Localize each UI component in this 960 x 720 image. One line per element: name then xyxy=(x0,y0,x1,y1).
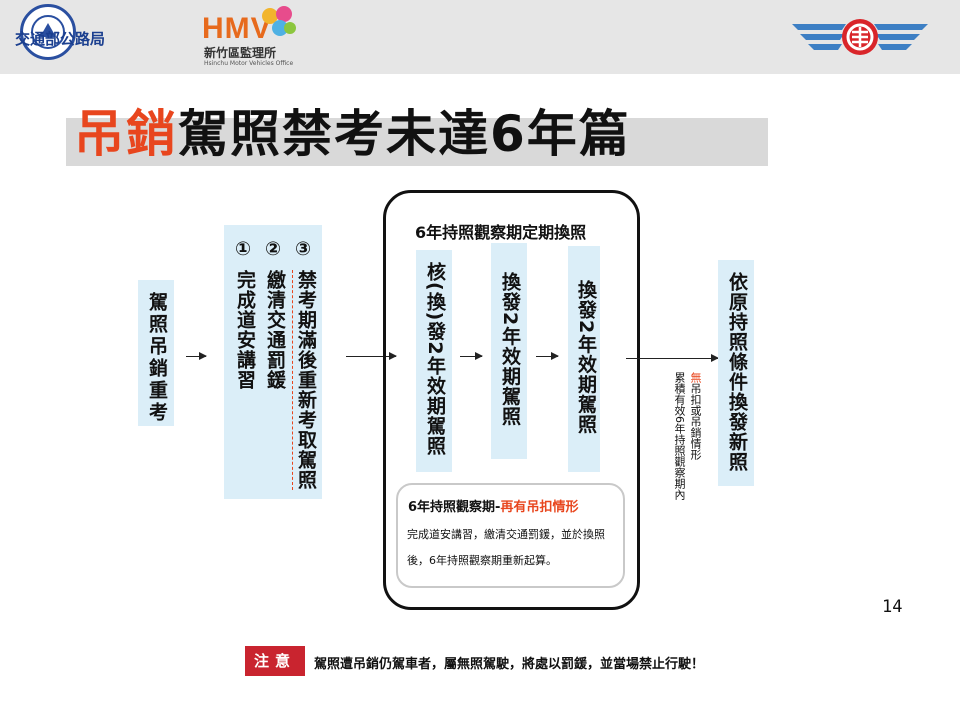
renewal-box-2 xyxy=(491,243,527,459)
inner-box-title-red: 再有吊扣情形 xyxy=(500,500,579,515)
renewal-title: 6年持照觀察期定期換照 xyxy=(415,223,587,242)
result-box xyxy=(718,260,754,486)
arrow-1 xyxy=(186,352,207,360)
side-note-line1-text: 吊扣或吊銷情形 xyxy=(689,383,702,460)
arrow-2 xyxy=(346,352,397,360)
header-bar: 交通部公路局 HMV 新竹區監理所 Hsinchu Motor Vehicles… xyxy=(0,0,960,74)
start-box xyxy=(138,280,174,426)
side-note-red: 無 xyxy=(689,372,702,383)
step-2-marker: ② xyxy=(262,238,284,260)
steps-box xyxy=(224,225,322,499)
office-name-en: Hsinchu Motor Vehicles Office xyxy=(204,60,294,67)
renewal-2-text: 換發2年效期駕照 xyxy=(499,272,521,427)
result-text: 依原持照條件換發新照 xyxy=(726,272,748,472)
notice-text: 駕照遭吊銷仍駕車者，屬無照駕駛，將處以罰鍰，並當場禁止行駛！ xyxy=(314,657,705,672)
inner-box-body: 完成道安講習，繳清交通罰鍰，並於換照後，6年持照觀察期重新起算。 xyxy=(407,528,605,567)
arrow-3 xyxy=(460,352,483,360)
side-note-line2: 累積有效6年持照觀察期內 xyxy=(673,372,686,500)
notice-label: 注意 xyxy=(245,646,305,676)
arrow-4 xyxy=(536,352,559,360)
step-3-text: 禁考期滿後重新考取駕照 xyxy=(292,270,320,490)
renewal-3-text: 換發2年效期駕照 xyxy=(575,280,597,435)
title-rest: 駕照禁考未達6年篇 xyxy=(178,105,631,163)
renewal-box-3 xyxy=(568,246,600,472)
office-logo-icon xyxy=(262,6,296,36)
agency-name: 交通部公路局 xyxy=(15,30,106,48)
step-1-text: 完成道安講習 xyxy=(234,270,256,390)
title-background xyxy=(66,118,768,166)
observation-period-frame xyxy=(383,190,640,610)
inner-box-title: 6年持照觀察期-再有吊扣情形 xyxy=(408,496,578,515)
start-text: 駕照吊銷重考 xyxy=(146,292,168,424)
office-logo-text: HMV xyxy=(202,12,272,45)
step-1-marker: ① xyxy=(232,238,254,260)
renewal-box-1 xyxy=(416,250,452,472)
arrow-5 xyxy=(626,354,719,362)
step-2-text: 繳清交通罰鍰 xyxy=(264,270,286,390)
office-name: 新竹區監理所 xyxy=(204,46,277,60)
side-note-line1: 無吊扣或吊銷情形 xyxy=(688,372,702,460)
page-title: 吊銷駕照禁考未達6年篇 xyxy=(74,94,631,166)
title-highlight: 吊銷 xyxy=(74,105,178,163)
agency-seal-icon xyxy=(20,4,76,60)
step-3-marker: ③ xyxy=(292,238,314,260)
re-suspension-box xyxy=(396,483,625,588)
inner-box-title-text: 6年持照觀察期- xyxy=(408,500,501,515)
renewal-1-text: 核(換)發2年效期駕照 xyxy=(424,262,446,456)
highway-wing-logo-icon xyxy=(792,19,928,55)
page-number: 14 xyxy=(882,597,903,617)
